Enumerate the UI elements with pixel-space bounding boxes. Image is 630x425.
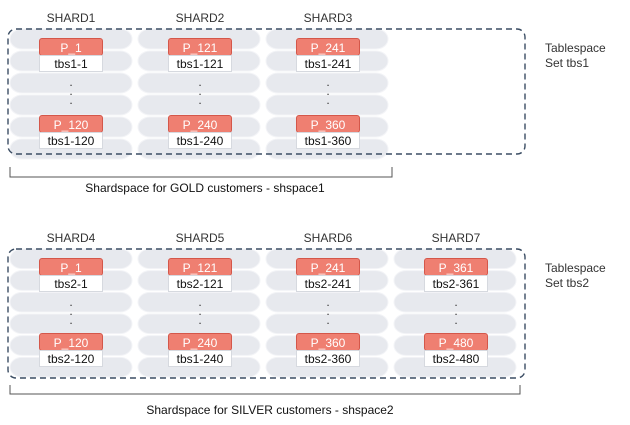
partition-box: P_1	[39, 38, 103, 56]
shardspace-caption: Shardspace for SILVER customers - shspac…	[146, 403, 394, 417]
tablespace-set-label: Tablespace Set tbs1	[545, 41, 606, 71]
partition-box: P_361	[424, 258, 488, 276]
shard-title: SHARD7	[431, 231, 481, 245]
partition-box: P_120	[39, 115, 103, 133]
ellipsis-dots: ...	[326, 295, 330, 327]
ellipsis-dots: ...	[69, 295, 73, 327]
ellipsis-dots: ...	[454, 295, 458, 327]
tablespace-box: tbs1-240	[168, 132, 232, 149]
partition-box: P_240	[168, 333, 232, 351]
partition-box: P_121	[168, 258, 232, 276]
shard-cylinder-band	[137, 291, 261, 313]
ellipsis-dots: ...	[198, 295, 202, 327]
tablespace-label-line: Tablespace	[545, 41, 606, 55]
tablespace-set-outline	[7, 248, 526, 379]
tablespace-box: tbs2-1	[39, 275, 103, 292]
shardspace-bracket	[9, 167, 393, 178]
shard-title: SHARD2	[175, 11, 225, 25]
tablespace-box: tbs1-120	[39, 132, 103, 149]
tablespace-box: tbs2-121	[168, 275, 232, 292]
tablespace-box: tbs2-480	[424, 350, 488, 367]
partition-box: P_480	[424, 333, 488, 351]
shard-cylinder-band	[393, 291, 517, 313]
ellipsis-dots: ...	[198, 75, 202, 107]
tablespace-box: tbs1-240	[168, 350, 232, 367]
tablespace-label-line: Set tbs2	[545, 276, 590, 290]
tablespace-label-line: Set tbs1	[545, 56, 590, 70]
shard-title: SHARD6	[303, 231, 353, 245]
tablespace-box: tbs2-120	[39, 350, 103, 367]
tablespace-box: tbs2-360	[296, 350, 360, 367]
tablespace-box: tbs1-241	[296, 55, 360, 72]
shard-title: SHARD3	[303, 11, 353, 25]
shard-title: SHARD5	[175, 231, 225, 245]
shard-title: SHARD4	[46, 231, 96, 245]
partition-box: P_120	[39, 333, 103, 351]
tablespace-box: tbs1-1	[39, 55, 103, 72]
tablespace-set-outline	[7, 28, 526, 155]
shard-title: SHARD1	[46, 11, 96, 25]
tablespace-box: tbs2-241	[296, 275, 360, 292]
shard-cylinder-band	[137, 72, 261, 94]
tablespace-label-line: Tablespace	[545, 261, 606, 275]
shardspace-caption: Shardspace for GOLD customers - shspace1	[85, 181, 325, 195]
tablespace-box: tbs2-361	[424, 275, 488, 292]
partition-box: P_360	[296, 115, 360, 133]
shard-cylinder-band	[9, 291, 133, 313]
tablespace-set-label: Tablespace Set tbs2	[545, 261, 606, 291]
tablespace-box: tbs1-121	[168, 55, 232, 72]
shard-cylinder-band	[265, 291, 389, 313]
ellipsis-dots: ...	[326, 75, 330, 107]
shard-cylinder-band	[9, 72, 133, 94]
partition-box: P_360	[296, 333, 360, 351]
shard-cylinder-band	[265, 72, 389, 94]
partition-box: P_1	[39, 258, 103, 276]
shardspace-bracket	[9, 385, 521, 395]
tablespace-box: tbs1-360	[296, 132, 360, 149]
partition-box: P_240	[168, 115, 232, 133]
partition-box: P_241	[296, 38, 360, 56]
ellipsis-dots: ...	[69, 75, 73, 107]
partition-box: P_121	[168, 38, 232, 56]
partition-box: P_241	[296, 258, 360, 276]
